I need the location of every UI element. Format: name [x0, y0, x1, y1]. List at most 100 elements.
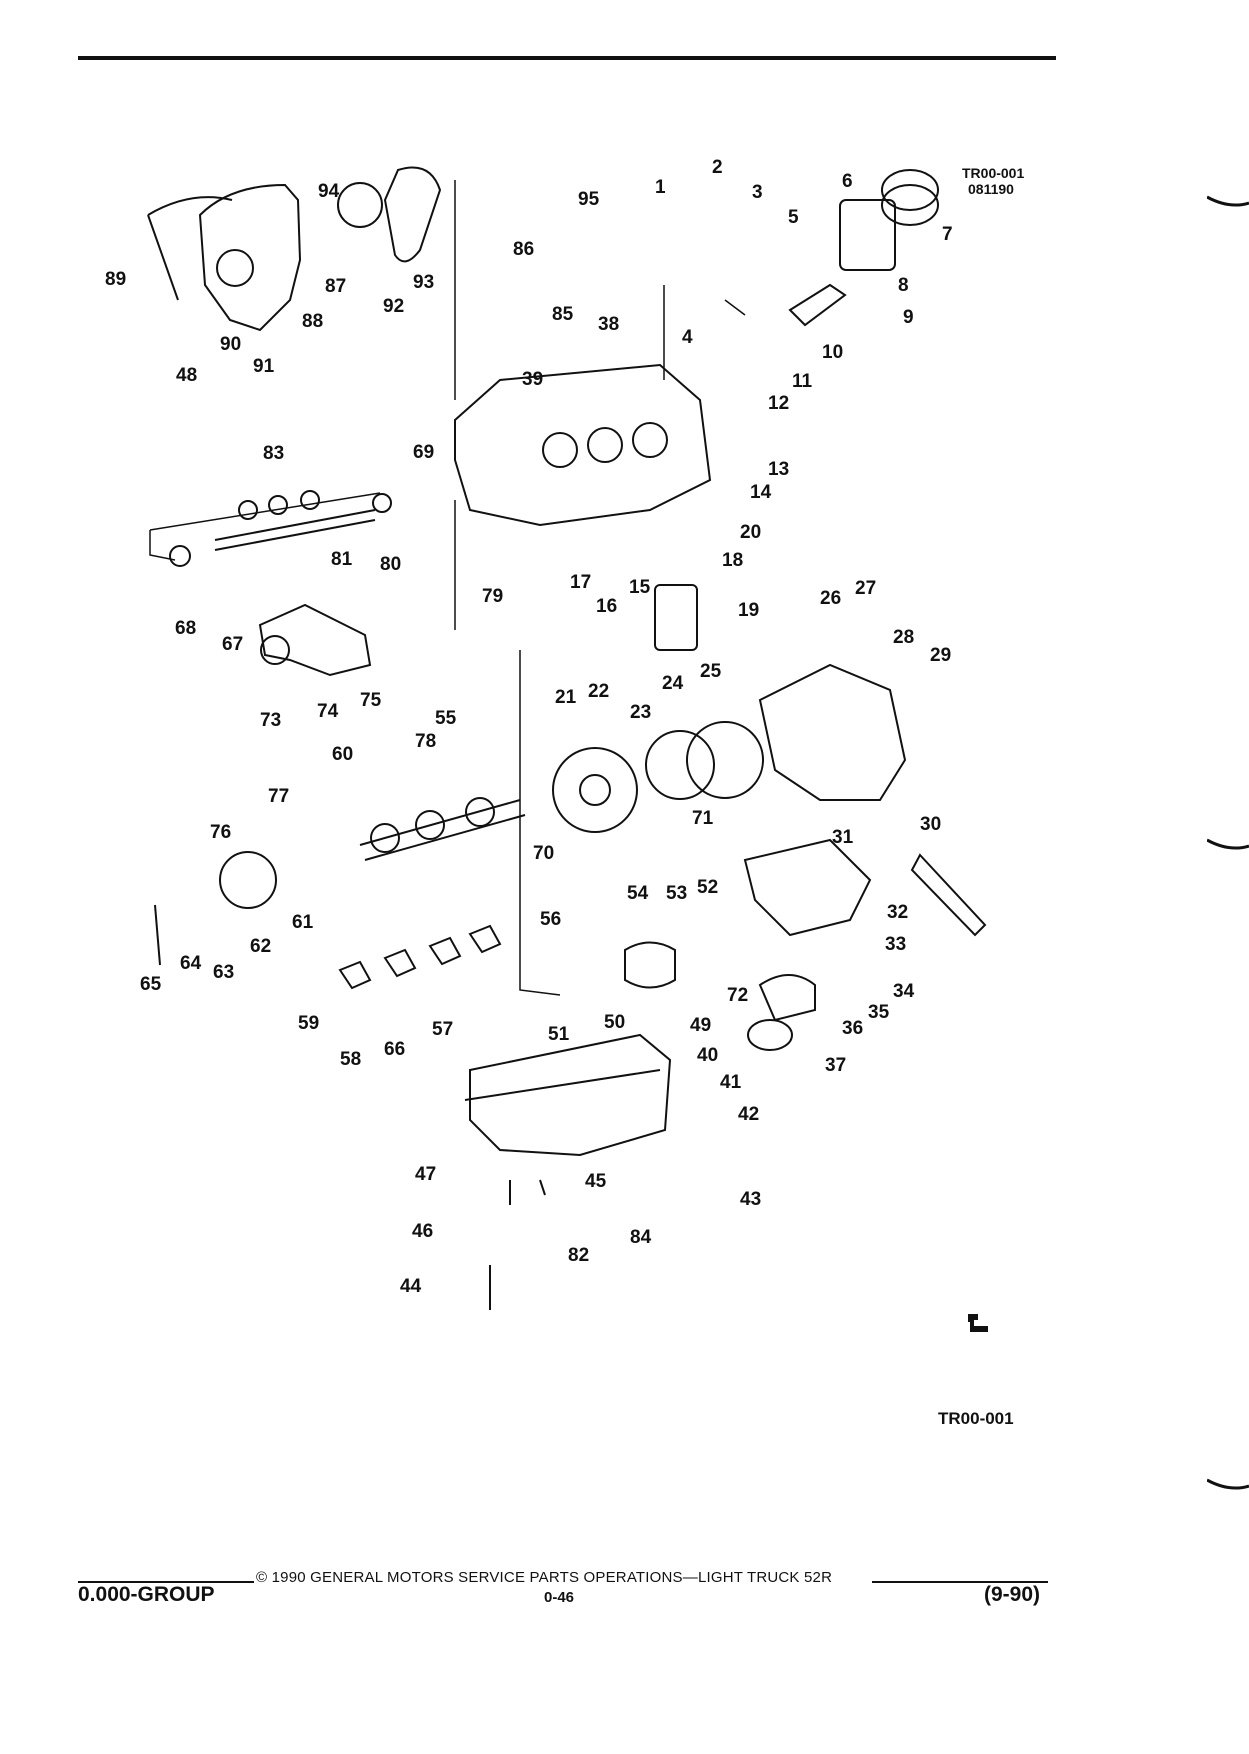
group-code: 0.000-GROUP [78, 1583, 215, 1606]
copyright-text: © 1990 GENERAL MOTORS SERVICE PARTS OPER… [256, 1569, 833, 1586]
part-drawings [147, 166, 987, 1310]
footer-rule-left [78, 1581, 254, 1583]
callout-92: 92 [383, 296, 404, 317]
callout-49: 49 [690, 1015, 711, 1036]
binder-tab-mark [1207, 195, 1249, 207]
callout-63: 63 [213, 962, 234, 983]
callout-42: 42 [738, 1104, 759, 1125]
callout-73: 73 [260, 710, 281, 731]
callout-54: 54 [627, 883, 649, 904]
connecting-rod-drawing [788, 283, 847, 327]
callout-50: 50 [604, 1012, 625, 1033]
callout-86: 86 [513, 239, 534, 260]
top-rule [78, 56, 1056, 60]
callout-34: 34 [893, 981, 915, 1002]
timing-cover-drawing [198, 183, 302, 332]
callout-44: 44 [400, 1276, 422, 1297]
callout-4: 4 [682, 327, 693, 348]
callout-21: 21 [555, 687, 577, 708]
page-number: 0-46 [544, 1589, 575, 1606]
callout-3: 3 [752, 182, 763, 203]
clutch-disc-drawing [645, 730, 715, 800]
callout-22: 22 [588, 681, 609, 702]
callout-74: 74 [317, 701, 339, 722]
callout-61: 61 [292, 912, 314, 933]
callout-26: 26 [820, 588, 841, 609]
callout-56: 56 [540, 909, 561, 930]
callout-27: 27 [855, 578, 876, 599]
cam-sprocket-drawing [337, 182, 383, 228]
callout-12: 12 [768, 393, 789, 414]
timing-chain-drawing [383, 166, 442, 263]
callout-78: 78 [415, 731, 436, 752]
callout-20: 20 [740, 522, 761, 543]
callout-59: 59 [298, 1013, 319, 1034]
callout-10: 10 [822, 342, 843, 363]
callout-38: 38 [598, 314, 619, 335]
callout-6: 6 [842, 171, 853, 192]
inspection-cover-drawing [743, 838, 872, 937]
harmonic-balancer-drawing [219, 851, 277, 909]
callout-47: 47 [415, 1164, 436, 1185]
callout-45: 45 [585, 1171, 607, 1192]
oil-filter-drawing [654, 584, 698, 651]
callout-88: 88 [302, 311, 323, 332]
callout-77: 77 [268, 786, 289, 807]
callout-66: 66 [384, 1039, 405, 1060]
callout-29: 29 [930, 645, 951, 666]
callout-93: 93 [413, 272, 434, 293]
callout-68: 68 [175, 618, 196, 639]
callout-90: 90 [220, 334, 241, 355]
callout-46: 46 [412, 1221, 433, 1242]
callout-36: 36 [842, 1018, 863, 1039]
callout-52: 52 [697, 877, 718, 898]
callout-5: 5 [788, 207, 799, 228]
callout-48: 48 [176, 365, 197, 386]
callout-15: 15 [629, 577, 651, 598]
callout-37: 37 [825, 1055, 846, 1076]
callout-7: 7 [942, 224, 953, 245]
binder-tab-mark [1207, 838, 1249, 850]
bolts-drawing [154, 904, 546, 1310]
callout-58: 58 [340, 1049, 361, 1070]
revision-date: (9-90) [984, 1583, 1041, 1606]
cylinder-block-drawing [454, 363, 712, 527]
callout-71: 71 [692, 808, 714, 829]
seal-retainer-drawing [624, 941, 676, 989]
callout-41: 41 [720, 1072, 742, 1093]
callout-53: 53 [666, 883, 687, 904]
piston-rings-drawing [881, 169, 939, 211]
callout-17: 17 [570, 572, 591, 593]
callout-35: 35 [868, 1002, 890, 1023]
callout-60: 60 [332, 744, 353, 765]
callout-95: 95 [578, 189, 600, 210]
callout-11: 11 [792, 371, 813, 392]
oil-pump-screen-drawing [747, 1019, 793, 1051]
camshaft-drawing [214, 509, 376, 551]
callout-8: 8 [898, 275, 909, 296]
figure-id-code: TR00-001 [962, 165, 1024, 181]
callout-31: 31 [832, 827, 854, 848]
main-bearing-caps-drawing [338, 924, 502, 990]
callout-2: 2 [712, 157, 723, 178]
callout-43: 43 [740, 1189, 761, 1210]
clutch-fork-drawing [910, 853, 987, 937]
callout-79: 79 [482, 586, 503, 607]
callout-82: 82 [568, 1245, 589, 1266]
callout-76: 76 [210, 822, 231, 843]
callout-72: 72 [727, 985, 748, 1006]
piston-drawing [839, 199, 896, 271]
pressure-plate-drawing [686, 721, 764, 799]
callout-64: 64 [180, 953, 202, 974]
callout-16: 16 [596, 596, 617, 617]
callout-55: 55 [435, 708, 457, 729]
bellhousing-drawing [758, 663, 907, 801]
callout-1: 1 [655, 177, 666, 198]
callout-28: 28 [893, 627, 914, 648]
binder-tab-mark [1207, 1478, 1249, 1490]
figure-caption-id: TR00-001 [938, 1409, 1014, 1428]
callout-9: 9 [903, 307, 914, 328]
